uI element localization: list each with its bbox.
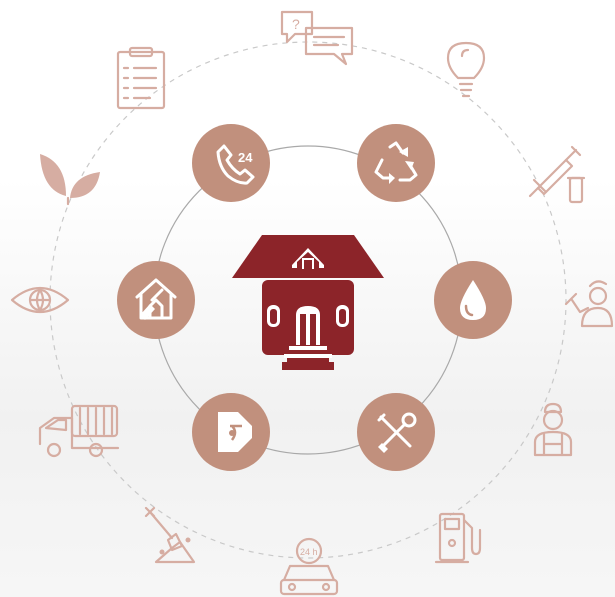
- eye-globe-icon: [10, 287, 70, 313]
- clipboard-icon: [116, 46, 166, 110]
- worker-cap-icon: [564, 280, 614, 328]
- house-cleaning-icon: [117, 261, 195, 339]
- recycle-icon: [357, 124, 435, 202]
- garbage-truck-icon: [38, 404, 120, 458]
- water-drop-icon: [434, 261, 512, 339]
- worker-overalls-icon: [533, 402, 573, 457]
- chat-question-mark: ?: [292, 16, 300, 32]
- house-icon: [232, 235, 384, 370]
- shovel-icon: [144, 506, 196, 564]
- fuel-pump-icon: [434, 512, 482, 564]
- pipe-valve-icon: [192, 393, 270, 471]
- leaves-icon: [40, 154, 100, 206]
- car-24h-label: 24 h: [300, 547, 318, 557]
- syringe-icon: [528, 145, 586, 204]
- car-24h-icon: 24 h: [279, 537, 339, 596]
- chat-bubbles-icon: ?: [280, 10, 354, 66]
- phone-24-label: 24: [238, 150, 253, 165]
- light-bulb-icon: [446, 41, 486, 98]
- phone-24-icon: 24: [192, 124, 270, 202]
- tools-icon: [357, 393, 435, 471]
